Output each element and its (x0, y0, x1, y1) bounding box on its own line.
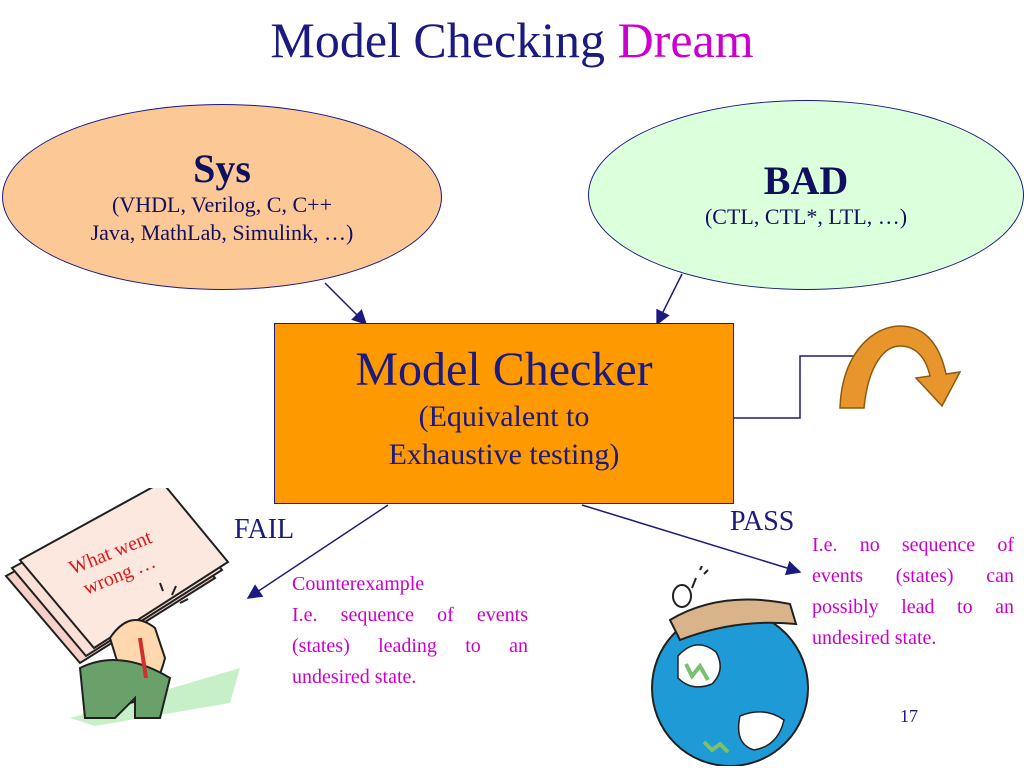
sys-ellipse: Sys (VHDL, Verilog, C, C++ Java, MathLab… (2, 104, 442, 290)
checker-line1: (Equivalent to (418, 400, 590, 433)
pass-arrow (581, 504, 802, 576)
fail-arrow (246, 504, 389, 599)
curved-arrow-icon (839, 325, 962, 409)
title-main: Model Checking (270, 12, 618, 68)
checker-title: Model Checker (355, 343, 653, 396)
fail-label: FAIL (234, 514, 295, 545)
feedback-connector (734, 355, 868, 419)
sys-line2: Java, MathLab, Simulink, …) (90, 220, 354, 245)
bad-title: BAD (763, 158, 849, 203)
sys-title: Sys (193, 146, 251, 191)
sys-to-checker-arrow (324, 282, 368, 326)
globe-relaxing-clipart (651, 566, 809, 766)
title-accent: Dream (617, 12, 754, 68)
slide-number: 17 (900, 706, 918, 726)
counterexample-body: I.e. sequence of events (states) leading… (292, 604, 528, 688)
pass-explanation: I.e. no sequence of events (states) can … (812, 534, 1014, 649)
slide-title: Model Checking Dream (0, 10, 1024, 70)
counterexample-title: Counterexample (292, 573, 425, 595)
bad-to-checker-arrow (656, 273, 683, 326)
bad-line1: (CTL, CTL*, LTL, …) (704, 204, 908, 229)
sys-line1: (VHDL, Verilog, C, C++ (112, 192, 332, 217)
counterexample-block: Counterexample I.e. sequence of events (… (292, 569, 528, 693)
model-checker-box: Model Checker (Equivalent to Exhaustive … (274, 323, 734, 504)
checker-line2: Exhaustive testing) (388, 438, 620, 471)
frustrated-man-clipart (4, 488, 240, 726)
bad-ellipse: BAD (CTL, CTL*, LTL, …) (588, 100, 1024, 290)
pass-label: PASS (730, 506, 795, 537)
